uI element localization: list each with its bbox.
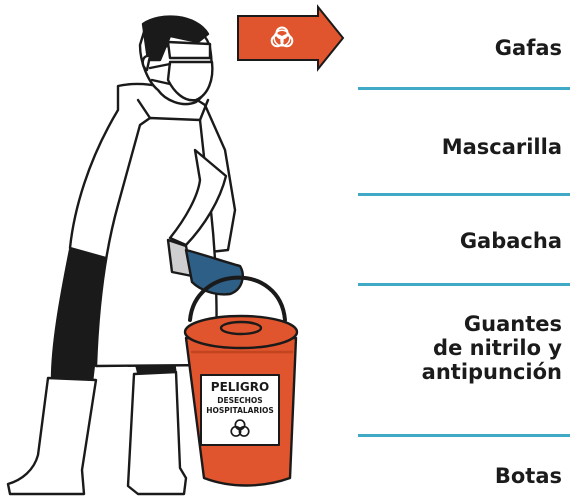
ppe-label-botas: Botas — [494, 464, 562, 488]
bucket-label-title: PELIGRO — [211, 380, 269, 394]
goggles — [166, 40, 212, 60]
bucket-handle — [188, 275, 287, 322]
divider — [358, 434, 570, 437]
bucket-label-line1: DESECHOS — [217, 396, 262, 405]
divider — [358, 283, 570, 286]
front-boot — [126, 370, 188, 496]
worker-illustration: PELIGRO DESECHOS HOSPITALARIOS — [6, 4, 345, 496]
divider — [358, 87, 570, 90]
ppe-label-gafas: Gafas — [494, 36, 562, 60]
back-boot — [6, 376, 98, 496]
ppe-label-mascarilla: Mascarilla — [441, 135, 562, 159]
mask — [166, 60, 214, 102]
divider — [358, 193, 570, 196]
arrow-pointer — [237, 4, 345, 72]
ppe-label-guantes: Guantes de nitrilo y antipunción — [421, 312, 562, 384]
bucket-label-line2: HOSPITALARIOS — [206, 406, 274, 415]
ppe-list: Gafas Mascarilla Gabacha Guantes de nitr… — [358, 0, 570, 498]
biohazard-icon — [230, 419, 250, 437]
ppe-label-gabacha: Gabacha — [459, 229, 562, 253]
